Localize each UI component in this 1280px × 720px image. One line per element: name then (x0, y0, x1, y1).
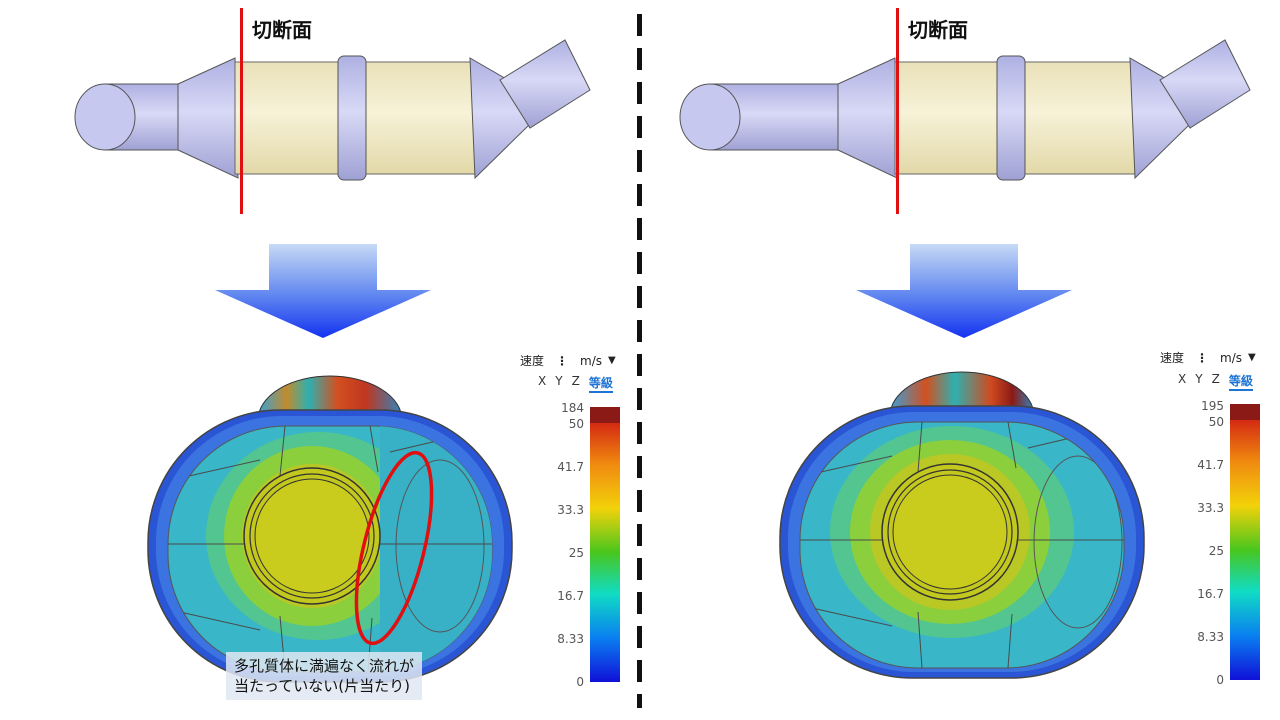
legend-color-bar (590, 423, 620, 682)
legend-tick: 8.33 (1197, 630, 1224, 644)
legend-tick: 8.33 (557, 632, 584, 646)
legend-tick: 33.3 (557, 503, 584, 517)
legend-color-bar (1230, 420, 1260, 680)
tab-x[interactable]: X (538, 374, 547, 388)
more-vertical-icon[interactable]: ⋮ (556, 353, 569, 368)
legend-tick: 25 (1208, 544, 1224, 558)
legend-header: 速度 ⋮ m/s ▼ (520, 352, 616, 369)
legend-tick: 16.7 (557, 589, 584, 603)
annotation-note: 多孔質体に満遍なく流れが 当たっていない(片当たり) (226, 652, 423, 700)
tab-x[interactable]: X (1178, 372, 1187, 386)
section-label: 切断面 (908, 18, 968, 42)
panel-divider (637, 14, 642, 708)
legend-tick: 0 (576, 675, 584, 689)
tab-z[interactable]: Z (1211, 372, 1220, 386)
legend-over-range (590, 407, 620, 423)
right-panel: 切断面 (640, 0, 1280, 720)
legend-tick: 50 (568, 417, 584, 431)
caret-down-icon[interactable]: ▼ (608, 355, 616, 366)
tab-grade[interactable]: 等級 (1228, 372, 1253, 391)
legend-tick: 41.7 (1197, 458, 1224, 472)
highlight-ellipse (354, 450, 434, 646)
legend-tabs: X Y Z 等級 (1178, 372, 1253, 391)
tab-z[interactable]: Z (571, 374, 580, 388)
legend-tick: 0 (1216, 673, 1224, 687)
down-arrow-icon (215, 244, 431, 338)
cut-plane-line (240, 8, 243, 214)
legend-tick: 50 (1208, 415, 1224, 429)
legend-unit[interactable]: m/s (580, 353, 602, 368)
muffler-model (679, 39, 1251, 181)
legend-max: 184 (561, 401, 584, 415)
cut-plane-line (896, 8, 899, 214)
legend-tick: 25 (568, 546, 584, 560)
legend-tick: 16.7 (1197, 587, 1224, 601)
velocity-contour-section (779, 371, 1145, 679)
legend-unit[interactable]: m/s (1220, 350, 1242, 365)
caret-down-icon[interactable]: ▼ (1248, 352, 1256, 363)
tab-y[interactable]: Y (555, 374, 563, 388)
tab-grade[interactable]: 等級 (588, 374, 613, 393)
left-panel: 切断面 (74, 8, 620, 700)
legend-over-range (1230, 404, 1260, 420)
legend-max: 195 (1201, 399, 1224, 413)
tab-y[interactable]: Y (1195, 372, 1203, 386)
legend-tabs: X Y Z 等級 (538, 374, 613, 393)
section-label: 切断面 (252, 18, 312, 42)
down-arrow-icon (856, 244, 1072, 338)
muffler-model (74, 39, 591, 181)
legend-tick: 41.7 (557, 460, 584, 474)
legend-quantity: 速度 (520, 354, 545, 368)
legend-tick: 33.3 (1197, 501, 1224, 515)
more-vertical-icon[interactable]: ⋮ (1196, 350, 1209, 365)
velocity-contour-section (147, 375, 513, 683)
legend-quantity: 速度 (1160, 351, 1185, 365)
legend-header: 速度 ⋮ m/s ▼ (1160, 349, 1256, 366)
